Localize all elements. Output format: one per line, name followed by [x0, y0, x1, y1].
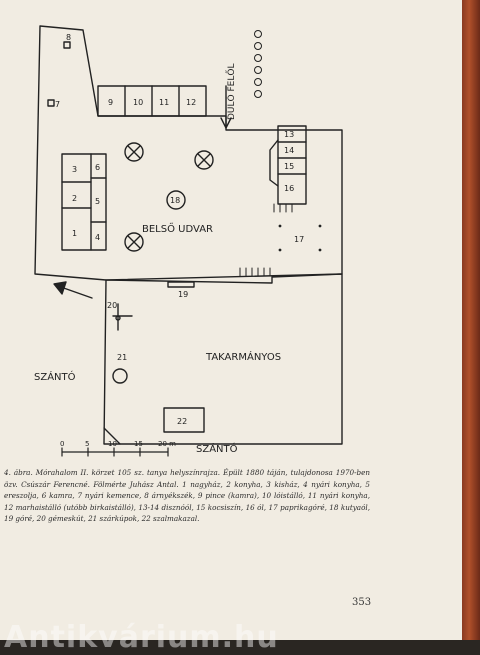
label-n4: 4	[95, 233, 100, 242]
label-n19: 19	[178, 290, 188, 299]
courtyard-outline	[34, 25, 343, 284]
label-n16: 16	[284, 184, 294, 193]
label-n21: 21	[117, 353, 127, 362]
main-house	[61, 153, 107, 251]
fodder-yard-corner	[103, 427, 121, 445]
label-n13: 13	[284, 130, 294, 139]
label-n3: 3	[72, 165, 77, 174]
label-n10: 10	[133, 98, 143, 107]
label-n11: 11	[159, 98, 169, 107]
label-dulo-felol: DŰLŐ FELŐL	[226, 64, 237, 120]
summer-oven	[47, 99, 55, 107]
label-takarmanyos: TAKARMÁNYOS	[205, 350, 281, 363]
watermark: Antikvárium.hu	[4, 620, 279, 655]
label-n7: 7	[55, 100, 60, 109]
farmstead-site-plan: BELSŐ UDVAR TAKARMÁNYOS SZÁNTÓ SZÁNTÓ DŰ…	[34, 25, 343, 457]
outhouse	[63, 41, 71, 49]
label-szanto-bottom: SZÁNTÓ	[196, 442, 238, 455]
label-n8: 8	[66, 33, 71, 42]
stalk-cone	[112, 368, 128, 384]
label-n22: 22	[177, 417, 187, 426]
label-n1: 1	[72, 229, 77, 238]
label-n18: 18	[170, 196, 180, 205]
scale-tick-5: 5	[85, 440, 89, 448]
book-page	[0, 0, 462, 640]
label-n9: 9	[108, 98, 113, 107]
label-n12: 12	[186, 98, 196, 107]
label-szanto-left: SZÁNTÓ	[34, 370, 76, 383]
label-n2: 2	[72, 194, 77, 203]
entrance-arrow	[220, 85, 232, 129]
corn-crib	[167, 281, 195, 288]
figure-caption: 4. ábra. Mórahalom II. körzet 105 sz. ta…	[4, 468, 370, 524]
roadside-trees	[254, 30, 262, 98]
fence-hatch	[239, 203, 293, 277]
label-n6: 6	[95, 163, 100, 172]
book-spine	[462, 0, 480, 640]
label-n14: 14	[284, 146, 294, 155]
label-n5: 5	[95, 197, 100, 206]
label-n20: 20	[107, 301, 117, 310]
page-number: 353	[352, 597, 372, 608]
fodder-yard-outline	[103, 273, 343, 445]
label-n15: 15	[284, 162, 294, 171]
scale-tick-0: 0	[60, 440, 64, 448]
scale-tick-20: 20 m	[158, 440, 176, 448]
label-n17: 17	[294, 235, 304, 244]
label-belso-udvar: BELSŐ UDVAR	[142, 221, 213, 235]
straw-stack	[163, 407, 205, 433]
scale-tick-10: 10	[108, 440, 117, 448]
scale-bar	[61, 447, 169, 457]
draw-well	[112, 303, 133, 331]
paprika-gore-posts	[278, 224, 322, 252]
scale-tick-15: 15	[134, 440, 143, 448]
courtyard-trees	[124, 142, 214, 252]
